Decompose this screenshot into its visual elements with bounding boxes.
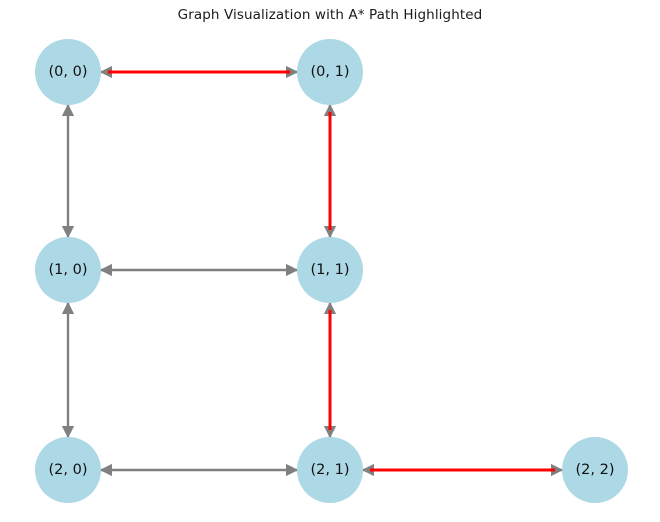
graph-node[interactable] — [297, 39, 363, 105]
graph-node[interactable] — [297, 437, 363, 503]
graph-node-2-2[interactable] — [562, 437, 628, 503]
graph-node-2-1[interactable] — [297, 437, 363, 503]
graph-node-0-1[interactable] — [297, 39, 363, 105]
page-title: Graph Visualization with A* Path Highlig… — [177, 7, 483, 23]
graph-node-1-1[interactable] — [297, 237, 363, 303]
graph-node[interactable] — [562, 437, 628, 503]
graph-node[interactable] — [297, 237, 363, 303]
graph-node[interactable] — [35, 237, 101, 303]
graph-node-1-0[interactable] — [35, 237, 101, 303]
node-layer — [35, 39, 628, 503]
edge-layer — [61, 65, 564, 477]
graph-node[interactable] — [35, 39, 101, 105]
graph-node-0-0[interactable] — [35, 39, 101, 105]
graph-node[interactable] — [35, 437, 101, 503]
graph-node-2-0[interactable] — [35, 437, 101, 503]
